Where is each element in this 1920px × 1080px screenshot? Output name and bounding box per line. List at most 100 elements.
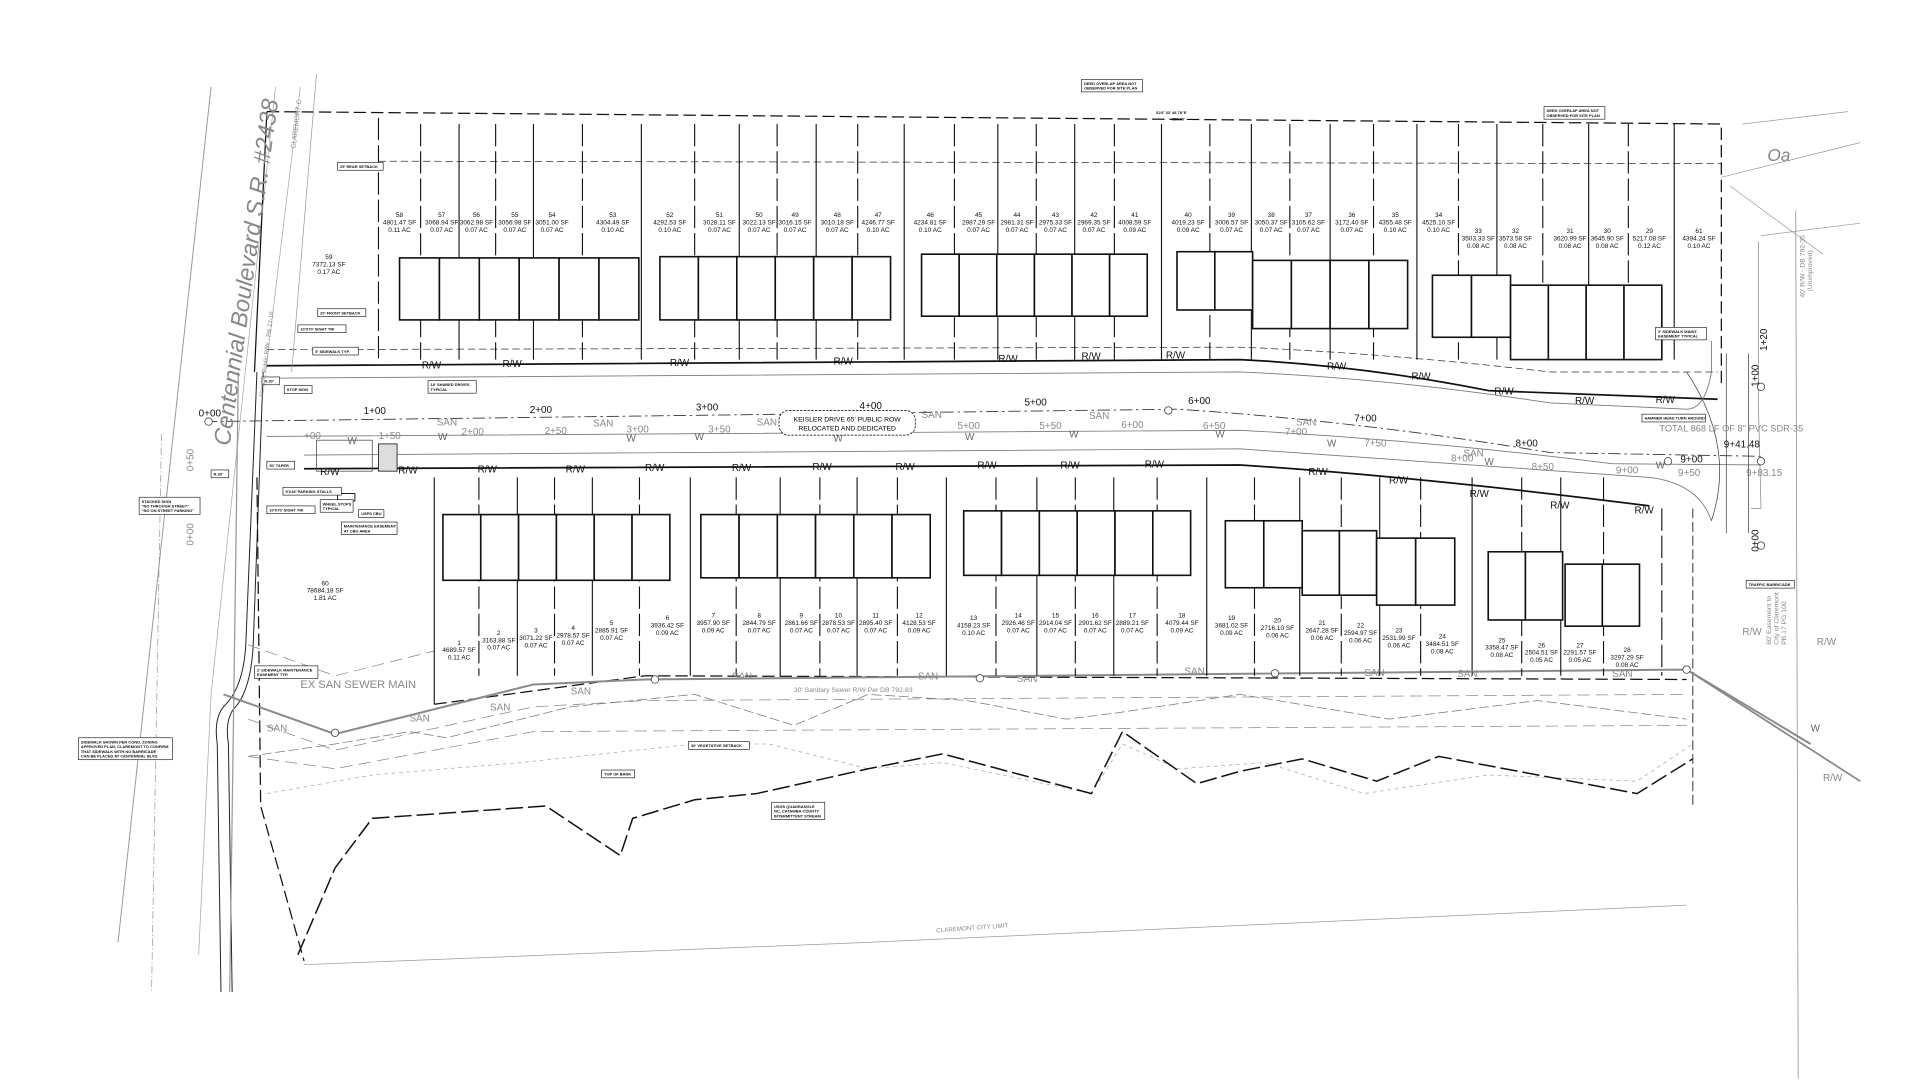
lot-area-ac: 0.10 AC [658,227,681,234]
townhome-unit [1033,253,1073,317]
lot-area-ac: 0.08 AC [1616,662,1639,669]
lot-number: 7 [711,612,715,619]
distance-label: 856.60' [1172,116,1185,121]
townhome-building [1431,274,1512,339]
svg-text:78684.18 SF: 78684.18 SF [307,588,344,595]
station-label: 0+50 [186,448,197,471]
lot-number: 35 [1392,212,1400,219]
lot-number: 61 [1695,228,1703,235]
water-label: W [626,433,636,444]
lot-area-ac: 0.07 AC [430,227,453,234]
lot-number: 52 [666,212,674,219]
water-label: W [1811,724,1821,735]
lot-area-sf: 4019.23 SF [1172,219,1205,226]
water-station-label: 5+50 [1039,421,1062,432]
lot-area-ac: 0.08 AC [1490,652,1513,659]
annotation-text: USGS QUADRANGLE [774,804,815,809]
row-label: R/W [1817,637,1837,648]
lot-area-ac: 0.07 AC [748,227,771,234]
lot-area-ac: 0.06 AC [1311,635,1334,642]
east-row-line [1795,210,1799,1079]
annotation-text: TOP OF BANK [604,772,631,777]
lot-area-ac: 0.07 AC [524,642,547,649]
sewer-east-extension [1686,668,1861,782]
lot-area-ac: 0.10 AC [601,227,624,234]
lot-number: 32 [1512,228,1520,235]
annotation-text: 25' REAR SETBACK [340,164,378,169]
ex-san-sewer-label: EX SAN SEWER MAIN [300,679,416,691]
lot-area-sf: 4079.44 SF [1165,620,1198,627]
water-station-label: 6+00 [1121,420,1144,431]
townhome-unit [1076,510,1116,577]
annotation-text: APPROVED PLAN, CLAREMONT TO CONFIRM [81,744,169,749]
lot-number: 42 [1090,212,1098,219]
lot-area-ac: 0.07 AC [1297,227,1320,234]
row-line-north [266,358,1718,401]
lot-number: 31 [1566,228,1574,235]
station-label: 3+00 [696,402,719,413]
svg-text:60: 60 [322,580,330,587]
station-label: 5+00 [1024,397,1047,408]
water-station-label: 3+50 [708,425,731,436]
manhole-icon [1164,406,1173,415]
townhome-unit [1623,284,1663,361]
lot-number: 50 [756,212,764,219]
townhome-unit [1071,253,1111,317]
annotation-text: STACKED SIGN [142,499,172,504]
water-station-label: 7+00 [1285,427,1308,438]
row-label: R/W [422,360,442,371]
townhome-unit [1114,510,1154,577]
west-row-line [151,433,162,992]
svg-text:0.17 AC: 0.17 AC [317,269,340,276]
row-label: R/W [812,462,832,473]
san-label: SAN [571,686,591,697]
water-label: W [1485,457,1495,468]
lot-number: 58 [396,212,404,219]
lot-number: 41 [1131,212,1139,219]
lot-area-ac: 0.12 AC [1638,243,1661,250]
lot-number: 15 [1052,612,1060,619]
vegetative-setback-line [248,693,1687,757]
townhome-unit [517,513,558,582]
sanitary-row-label: 30' Sanitary Sewer R/W Per DB 792-83 [794,687,913,694]
lot-number: 14 [1015,612,1023,619]
lot-area-sf: 3056.98 SF [498,219,531,226]
annotation-text: CAN BE PLACED AT CENTENNIAL BLVD. [81,753,159,758]
front-setback-line [266,346,1718,373]
svg-text:RELOCATED AND DEDICATED: RELOCATED AND DEDICATED [798,425,896,432]
station-label: 6+00 [1188,396,1211,407]
lot-area-sf: 3172.40 SF [1335,219,1368,226]
top-of-bank-line [266,743,1694,794]
water-station-label: 2+00 [462,427,485,438]
manhole-icon [1663,457,1673,466]
annotation-sidewalk-typ: 5' SIDEWALK TYP. [312,346,359,356]
lot-number: 23 [1395,627,1403,634]
annotation-text: 10'X70' SIGHT TRI [269,507,303,512]
station-label: 0+00 [186,523,197,546]
townhome-unit [1509,284,1550,361]
row-label: R/W [1575,396,1595,407]
row-label: R/W [1411,371,1431,382]
townhome-unit [1108,253,1149,317]
annotation-sight-tri-2: 10'X70' SIGHT TRI [266,505,316,515]
manhole-icon [1682,665,1691,674]
townhome-unit [891,513,932,579]
